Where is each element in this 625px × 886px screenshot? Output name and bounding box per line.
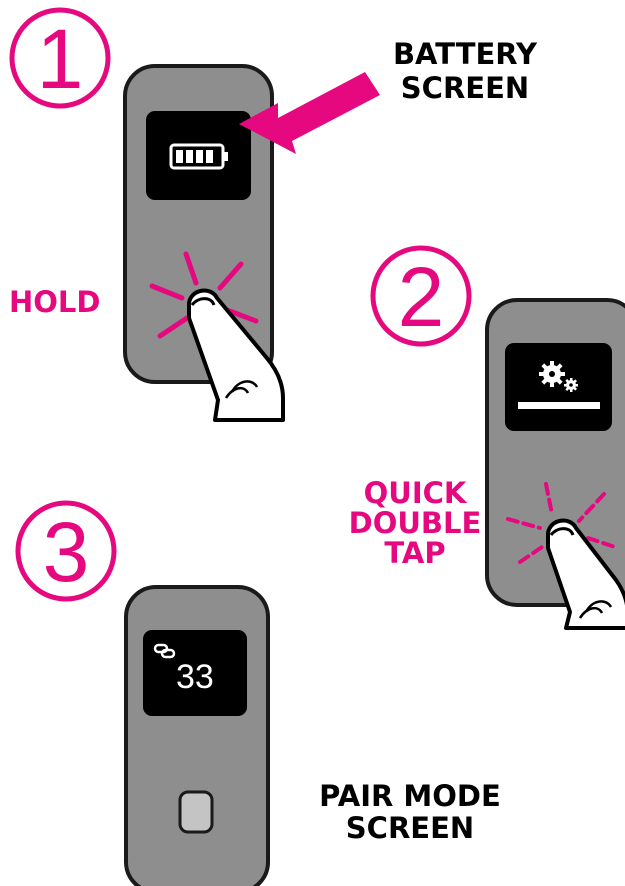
callout-line-1: BATTERY: [380, 40, 550, 69]
step-3-number: 3: [11, 510, 121, 594]
caption-line-2: SCREEN: [300, 814, 520, 843]
action-line-3: TAP: [340, 539, 490, 568]
quick-double-tap-label: QUICK DOUBLE TAP: [340, 479, 490, 568]
progress-bar: [518, 402, 600, 409]
pair-code: 33: [176, 660, 214, 694]
step-2-number: 2: [366, 255, 476, 339]
pair-mode-caption: PAIR MODE SCREEN: [300, 782, 520, 843]
device-3-button: [180, 792, 212, 832]
caption-line-1: PAIR MODE: [300, 782, 520, 811]
action-line-1: QUICK: [340, 479, 490, 508]
action-line-2: DOUBLE: [340, 509, 490, 538]
battery-screen-callout: BATTERY SCREEN: [380, 40, 550, 103]
device-2-screen: [505, 343, 612, 431]
hold-label: HOLD: [9, 288, 100, 317]
callout-line-2: SCREEN: [380, 74, 550, 103]
step-1-number: 1: [5, 17, 115, 101]
